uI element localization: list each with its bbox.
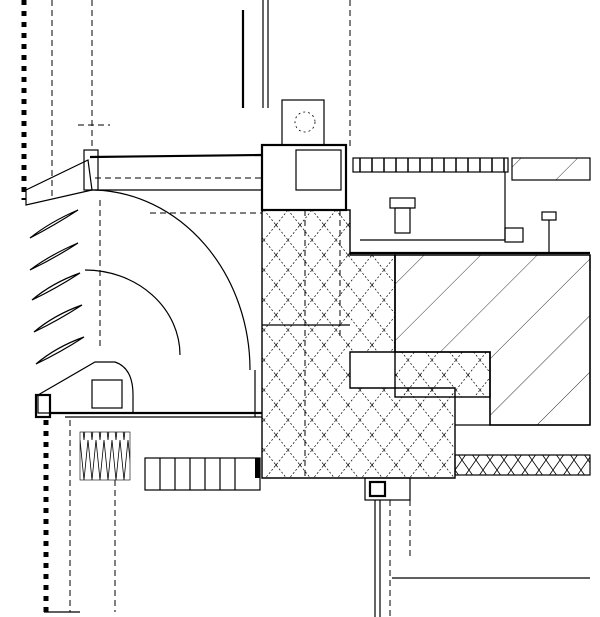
shutter-stack [79,431,131,481]
facade-panel-left [21,0,116,613]
shutter-inner-arc [84,269,181,356]
ceiling-layer [454,454,591,476]
motor-housing [34,361,262,419]
floor-buildup [352,157,591,253]
head-soffit [25,124,263,214]
insulation-lower [394,351,491,398]
reveal-slats [144,457,261,491]
shutter-sweep-arc [94,189,251,371]
louvre-blades [29,209,85,365]
window-frame-lower [364,477,590,617]
